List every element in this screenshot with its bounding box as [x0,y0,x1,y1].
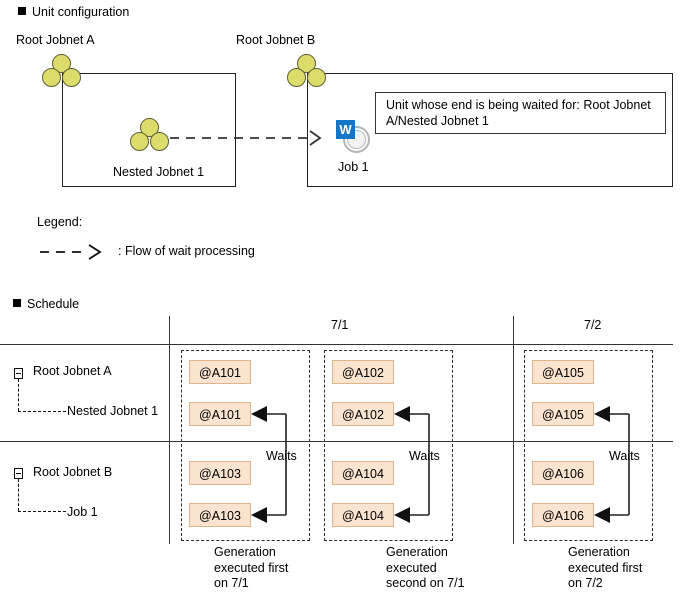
table-rule-middle [0,441,673,443]
square-bullet-icon-2 [13,299,21,307]
tree-branch-b [18,511,66,512]
generation-box-a-child-1[interactable]: @A101 [189,402,251,426]
generation-box-b-parent-1[interactable]: @A103 [189,461,251,485]
generation-box-b-parent-3[interactable]: @A106 [532,461,594,485]
table-rule-header [0,344,673,346]
generation-caption-3: Generation executed first on 7/2 [568,545,643,590]
waits-arrow-1 [251,406,287,523]
root-jobnet-b-title: Root Jobnet B [236,33,316,47]
unit-configuration-heading: Unit configuration [18,5,129,19]
nested-jobnet-1-icon [128,118,172,158]
generation-box-a-parent-1[interactable]: @A101 [189,360,251,384]
schedule-row-label-job-1: Job 1 [67,505,98,519]
generation-box-b-child-3[interactable]: @A106 [532,503,594,527]
tree-stem-a [18,379,19,411]
schedule-row-label-nested-jobnet-1: Nested Jobnet 1 [67,404,159,418]
tree-collapse-icon-a [14,368,23,379]
schedule-heading-text: Schedule [27,297,80,311]
schedule-row-label-root-jobnet-a: Root Jobnet A [33,364,112,378]
square-bullet-icon [18,7,26,15]
wait-target-callout: Unit whose end is being waited for: Root… [375,92,666,134]
tree-collapse-icon-b [14,468,23,479]
legend-dashed-arrow-icon [40,244,102,260]
unit-configuration-heading-text: Unit configuration [32,5,130,19]
table-divider-dates [513,316,515,544]
generation-group-2 [324,350,453,541]
tree-stem-b [18,479,19,511]
generation-caption-1: Generation executed first on 7/1 [214,545,289,590]
nested-jobnet-1-label: Nested Jobnet 1 [113,165,205,179]
root-jobnet-a-icon [40,54,84,94]
legend-entry-text: : Flow of wait processing [118,244,255,258]
root-jobnet-b-icon [285,54,329,94]
table-divider-left [169,316,171,544]
schedule-row-label-root-jobnet-b: Root Jobnet B [33,465,113,479]
waits-arrow-3 [594,406,630,523]
waits-arrow-2 [394,406,430,523]
generation-box-b-child-1[interactable]: @A103 [189,503,251,527]
waits-label-1: Waits [266,449,297,463]
generation-box-a-parent-3[interactable]: @A105 [532,360,594,384]
waits-label-3: Waits [609,449,640,463]
generation-caption-2: Generation executed second on 7/1 [386,545,465,590]
date-header-7-2: 7/2 [584,318,602,332]
generation-box-a-child-2[interactable]: @A102 [332,402,394,426]
date-header-7-1: 7/1 [331,318,349,332]
legend-heading: Legend: [37,215,83,229]
root-jobnet-b-frame [307,73,673,187]
tree-branch-a [18,411,66,412]
job-1-label: Job 1 [338,160,369,174]
schedule-heading: Schedule [13,297,79,311]
generation-box-b-child-2[interactable]: @A104 [332,503,394,527]
root-jobnet-a-title: Root Jobnet A [16,33,95,47]
wait-badge-icon: W [336,120,355,139]
generation-group-3 [524,350,653,541]
generation-group-1 [181,350,310,541]
waits-label-2: Waits [409,449,440,463]
wait-flow-arrow [170,130,322,146]
generation-box-a-child-3[interactable]: @A105 [532,402,594,426]
root-jobnet-a-frame [62,73,236,187]
generation-box-b-parent-2[interactable]: @A104 [332,461,394,485]
generation-box-a-parent-2[interactable]: @A102 [332,360,394,384]
job-1-wait-icon: W [336,120,374,154]
